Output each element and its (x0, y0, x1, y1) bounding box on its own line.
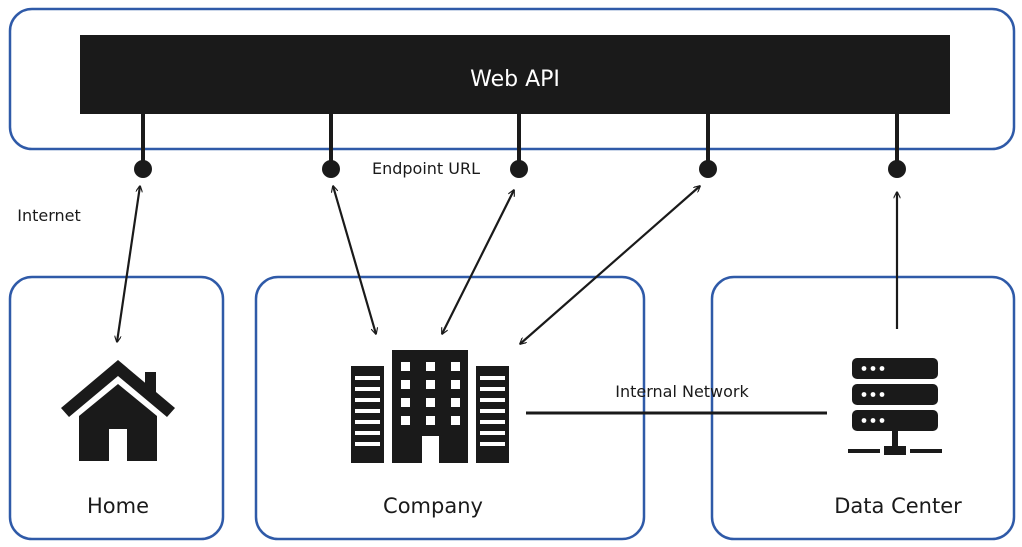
api-container (8, 7, 1016, 151)
connections (117, 186, 897, 344)
data-center-label: Data Center (834, 494, 962, 518)
company-arrow-1 (333, 186, 376, 334)
data-center-box (710, 275, 1016, 541)
office-building-icon (351, 350, 509, 463)
endpoint-url-label: Endpoint URL (372, 159, 480, 178)
company-label: Company (383, 494, 483, 518)
internet-label: Internet (17, 206, 81, 225)
web-api-bar (80, 35, 950, 114)
web-api-title: Web API (470, 67, 560, 92)
endpoint-dot[interactable] (134, 160, 152, 178)
company-arrow-3 (520, 186, 700, 344)
internal-network-label: Internal Network (615, 382, 749, 401)
endpoint-dot[interactable] (510, 160, 528, 178)
endpoint-dot[interactable] (322, 160, 340, 178)
company-arrow-2 (441, 190, 515, 334)
home-arrow (117, 186, 140, 342)
endpoint-dot[interactable] (699, 160, 717, 178)
server-rack-icon (848, 358, 942, 455)
house-icon (61, 360, 175, 461)
endpoints (141, 114, 899, 168)
home-label: Home (87, 494, 149, 518)
endpoint-dot[interactable] (888, 160, 906, 178)
